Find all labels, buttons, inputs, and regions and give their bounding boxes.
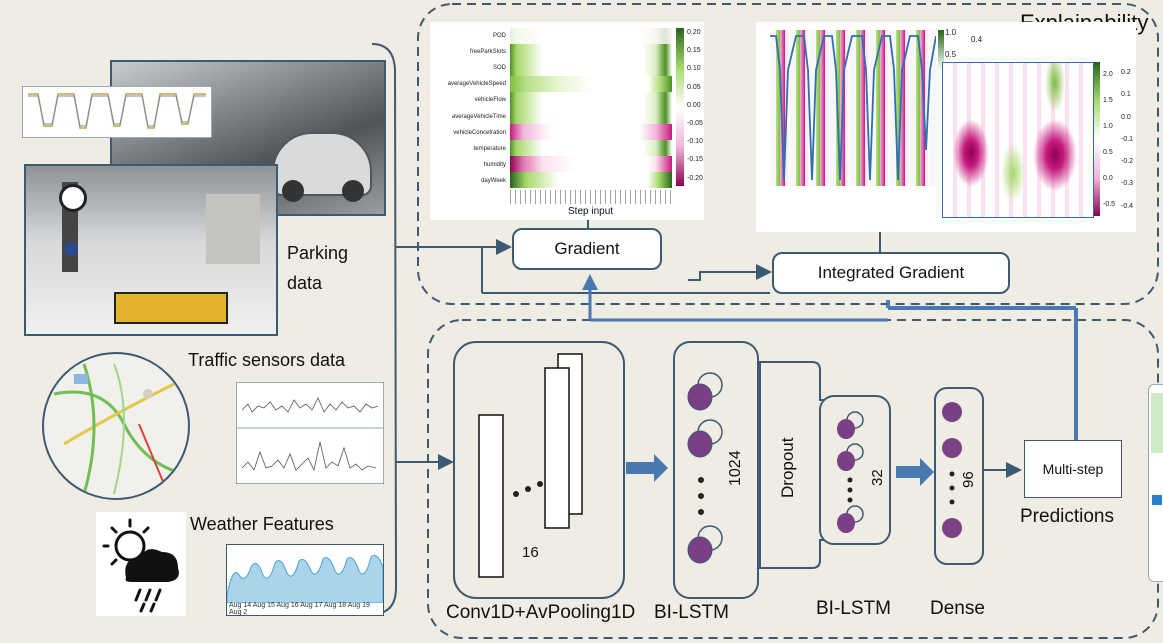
tick-label: 0.15 bbox=[687, 47, 701, 55]
tick-label: 0.10 bbox=[687, 65, 701, 73]
bilstm1-block bbox=[673, 341, 759, 599]
tick-label: 0.0 bbox=[1103, 174, 1113, 182]
tick-label: vehicleConcetration bbox=[453, 129, 506, 136]
tick-label: 0.4 bbox=[971, 35, 983, 45]
tick-label: 1.5 bbox=[1103, 96, 1113, 104]
tick-label: 0.5 bbox=[945, 50, 957, 60]
tick-label: dayWeek bbox=[481, 178, 506, 185]
conv-filters-label: 16 bbox=[522, 544, 539, 561]
heatmap-x-ticks bbox=[510, 190, 672, 204]
tick-label: -0.3 bbox=[1121, 180, 1134, 188]
arrow-lstm-to-dense bbox=[896, 458, 934, 486]
gradient-box: Gradient bbox=[512, 228, 662, 270]
parking-photo-bottom bbox=[24, 164, 278, 336]
tick-label: 2.0 bbox=[1103, 70, 1113, 78]
ig-colorbar-ticks-b: 0.4 bbox=[970, 30, 994, 50]
weather-icon bbox=[96, 512, 186, 616]
tick-label: freeParkSlots bbox=[469, 48, 506, 55]
tick-label: -0.5 bbox=[1103, 200, 1116, 208]
parking-label: Parking data bbox=[287, 243, 349, 293]
bilstm1-layer-label: BI-LSTM bbox=[654, 602, 729, 623]
integrated-gradient-heatmap: 1.0 0.5 0.4 2.0 1.5 1.0 0.5 0.0 -0.5 0.2 0.1 0.0… bbox=[756, 22, 1136, 232]
tick-label: temperature bbox=[473, 145, 506, 152]
tick-label: averageVehicleSpeed bbox=[447, 81, 506, 88]
heatmap-cells bbox=[510, 28, 672, 188]
prediction-app-thumbnail bbox=[1148, 384, 1163, 582]
tick-label: vehicleFlow bbox=[474, 97, 506, 104]
traffic-label: Traffic sensors data bbox=[188, 350, 346, 370]
multistep-box: Multi-step bbox=[1024, 440, 1122, 498]
traffic-map bbox=[42, 352, 190, 500]
tick-label: 0.1 bbox=[1121, 91, 1131, 99]
tick-label: -0.1 bbox=[1121, 135, 1134, 143]
ig-time-series bbox=[770, 35, 936, 181]
lstm2-nodes bbox=[837, 411, 864, 533]
heatmap-xlabel: Step input bbox=[568, 206, 614, 217]
tick-label: -0.2 bbox=[1121, 158, 1134, 166]
tick-label: SOD bbox=[492, 64, 506, 71]
tick-label: -0.15 bbox=[687, 156, 703, 164]
tick-label: POD bbox=[492, 32, 506, 39]
tick-label: -0.10 bbox=[687, 138, 703, 146]
tick-label: 0.00 bbox=[687, 101, 701, 109]
dropout-label: Dropout bbox=[778, 437, 797, 498]
arrow-conv-to-lstm bbox=[626, 454, 668, 482]
conv-layer-label: Conv1D+AvPooling1D bbox=[446, 602, 636, 623]
weather-chart: Aug 14 Aug 15 Aug 16 Aug 17 Aug 18 Aug 1… bbox=[226, 544, 384, 616]
dense-layer-label: Dense bbox=[930, 598, 985, 619]
weather-date-axis: Aug 14 Aug 15 Aug 16 Aug 17 Aug 18 Aug 1… bbox=[229, 602, 370, 616]
dense-units-label: 96 bbox=[960, 471, 977, 488]
bilstm2-units-label: 32 bbox=[869, 469, 886, 486]
tick-label: humidity bbox=[483, 162, 506, 169]
tick-label: -0.05 bbox=[687, 120, 703, 128]
tick-label: -0.20 bbox=[687, 174, 703, 182]
tick-label: 0.20 bbox=[687, 28, 701, 36]
explainability-frame bbox=[417, 3, 1159, 305]
traffic-sensor-charts bbox=[236, 382, 384, 484]
tick-label: averageVehicleTime bbox=[451, 113, 506, 120]
tick-label: 0.2 bbox=[1121, 68, 1131, 76]
tick-label: 0.0 bbox=[1121, 113, 1131, 121]
bilstm2-layer-label: BI-LSTM bbox=[816, 598, 891, 619]
ig-right-ticks-a: 2.0 1.5 1.0 0.5 0.0 -0.5 bbox=[1102, 62, 1120, 218]
multistep-label: Multi-step bbox=[1042, 461, 1104, 477]
bilstm1-units-label: 1024 bbox=[727, 450, 744, 486]
occupancy-thumbnail bbox=[22, 86, 212, 138]
input-bracket bbox=[371, 43, 398, 615]
weather-label: Weather Features bbox=[190, 514, 334, 534]
tick-label: 1.0 bbox=[945, 28, 957, 38]
integrated-gradient-box: Integrated Gradient bbox=[772, 252, 1010, 294]
predictions-label: Predictions bbox=[1020, 506, 1114, 527]
tick-label: 0.05 bbox=[687, 83, 701, 91]
ig-right-ticks-b: 0.2 0.1 0.0 -0.1 -0.2 -0.3 -0.4 bbox=[1120, 62, 1138, 218]
ig-colorbar-ticks-a: 1.0 0.5 bbox=[944, 22, 968, 66]
lstm1-nodes bbox=[687, 372, 723, 564]
tick-label: 0.5 bbox=[1103, 148, 1113, 156]
heatmap-colorbar-ticks: 0.20 0.15 0.10 0.05 0.00 -0.05 -0.10 -0.15 -0.20 bbox=[686, 24, 706, 188]
tick-label: 1.0 bbox=[1103, 122, 1113, 130]
tick-label: -0.4 bbox=[1121, 202, 1134, 210]
bilstm2-block bbox=[819, 395, 891, 545]
heatmap-colorbar bbox=[676, 28, 684, 186]
dense-nodes bbox=[942, 402, 962, 538]
